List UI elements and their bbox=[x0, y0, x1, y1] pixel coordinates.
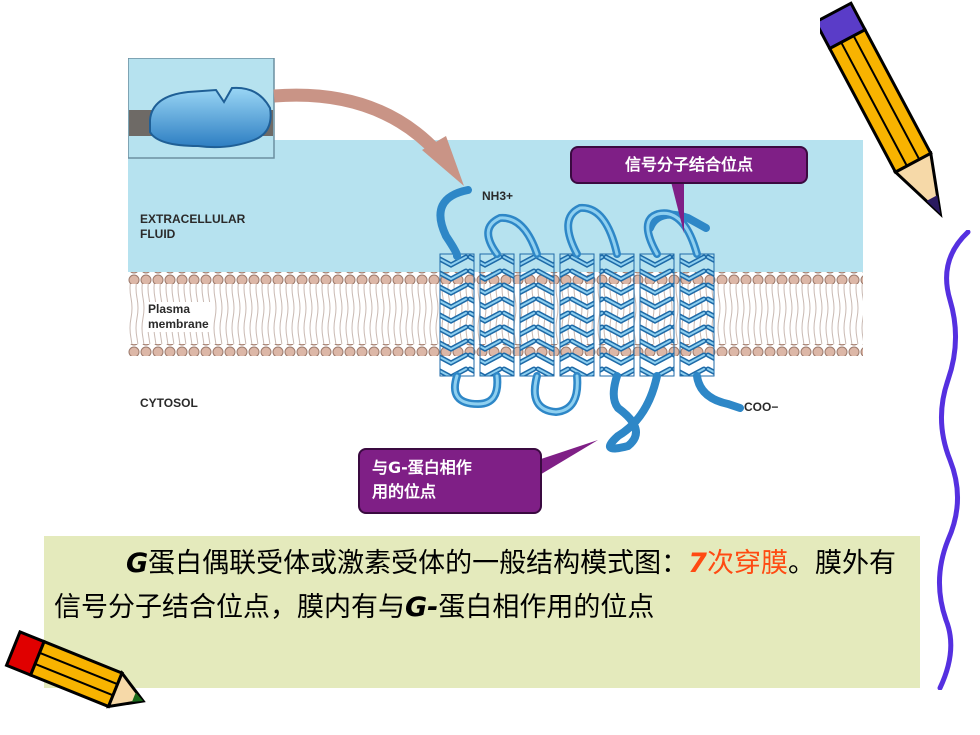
curved-arrow bbox=[273, 88, 464, 186]
caption-text-1: 蛋白偶联受体或激素受体的一般结构模式图： bbox=[148, 548, 689, 579]
pencil-icon bbox=[820, 1, 943, 219]
label-nh3: NH3+ bbox=[482, 189, 514, 203]
callout-binding-site: 信号分子结合位点 bbox=[570, 146, 808, 184]
label-cytosol: CYTOSOL bbox=[140, 396, 198, 410]
label-coo: COO− bbox=[744, 400, 779, 414]
label-extracellular-fluid: EXTRACELLULAR FLUID bbox=[140, 212, 246, 241]
wavy-line bbox=[937, 230, 971, 690]
transmembrane-helices bbox=[439, 253, 715, 377]
caption-transmembrane: 次穿膜 bbox=[706, 548, 788, 579]
pencil-icon bbox=[4, 630, 146, 709]
callout-pointers bbox=[538, 170, 684, 476]
caption-seven: 7 bbox=[688, 548, 707, 579]
figure-caption: G蛋白偶联受体或激素受体的一般结构模式图：7次穿膜。膜外有信号分子结合位点，膜内… bbox=[44, 536, 920, 688]
caption-g: G bbox=[126, 548, 149, 579]
caption-text-3: 蛋白相作用的位点 bbox=[438, 592, 655, 623]
caption-text-2: 。膜外有信号分子结合位点，膜内有与 bbox=[54, 548, 896, 623]
inset-box bbox=[128, 58, 275, 159]
caption-g-dash: G- bbox=[405, 592, 439, 623]
callout-g-protein-site: 与G-蛋白相作 用的位点 bbox=[358, 448, 542, 514]
label-plasma-membrane: Plasma membrane bbox=[146, 302, 211, 332]
